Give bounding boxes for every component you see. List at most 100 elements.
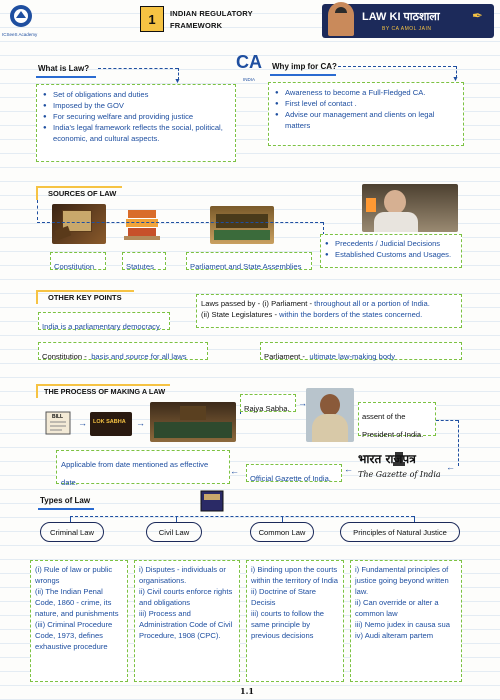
common-law-header: Common Law bbox=[250, 522, 314, 542]
what-is-law-title: What is Law? bbox=[38, 64, 90, 73]
parliament-label: Parliament and State Assemblies bbox=[190, 262, 302, 271]
constitution-image bbox=[52, 204, 106, 244]
arrow-head-2: ▼ bbox=[452, 76, 459, 83]
bill-scroll-icon: BILL bbox=[42, 408, 76, 438]
natural-justice-header: Principles of Natural Justice bbox=[340, 522, 460, 542]
civil-law-header: Civil Law bbox=[146, 522, 202, 542]
arrow-left-gazette: ← bbox=[446, 462, 455, 472]
official-gazette-box: Official Gazette of India. bbox=[246, 464, 342, 483]
laws-passed-2-prefix: (ii) State Legislatures - bbox=[201, 310, 277, 319]
statutes-label-box: Statutes bbox=[122, 252, 166, 271]
laws-passed-1-prefix: (i) Parliament - bbox=[262, 299, 313, 308]
lok-sabha-image: LOK SABHA bbox=[90, 412, 132, 436]
arrow-left-applicable: ← bbox=[230, 466, 239, 476]
list-item: First level of contact . bbox=[275, 98, 457, 110]
academy-logo-icon bbox=[6, 4, 36, 32]
rajya-sabha-label: Rajya Sabha. bbox=[244, 404, 290, 413]
rajya-sabha-box: Rajya Sabha. bbox=[240, 394, 296, 413]
sources-arrow-down bbox=[37, 200, 38, 220]
assent-arrow-out bbox=[436, 420, 458, 421]
chapter-title: INDIAN REGULATORY FRAMEWORK bbox=[170, 9, 253, 30]
democracy-box: India is a parliamentary democracy. bbox=[38, 312, 170, 331]
official-gazette-text: Official Gazette of India. bbox=[250, 474, 331, 483]
constitution-basis-prefix: Constitution - bbox=[42, 352, 87, 361]
types-branch-2 bbox=[176, 516, 177, 522]
process-title-bar: THE PROCESS OF MAKING A LAW bbox=[36, 384, 170, 398]
list-item: Imposed by the GOV bbox=[43, 100, 229, 112]
arrow-right-1: → bbox=[78, 418, 87, 428]
gazette-emblem-icon bbox=[392, 450, 406, 468]
civil-law-name: Civil Law bbox=[158, 527, 190, 537]
why-imp-arrow bbox=[338, 66, 456, 67]
civil-law-text: i) Disputes - individuals or organisatio… bbox=[139, 565, 233, 640]
ca-logo-text: INDIA bbox=[242, 77, 255, 82]
arrow-right-2: → bbox=[136, 418, 145, 428]
assent-box: assent of the President of India. bbox=[358, 402, 436, 439]
statutes-label: Statutes bbox=[126, 262, 154, 271]
sources-title-bar: SOURCES OF LAW bbox=[36, 186, 122, 200]
judge-image bbox=[362, 184, 458, 232]
criminal-law-name: Criminal Law bbox=[50, 527, 94, 537]
list-item: Established Customs and Usages. bbox=[325, 249, 457, 261]
laws-passed-1-text: throughout all or a portion of India. bbox=[314, 299, 430, 308]
parliament-label-box: Parliament and State Assemblies bbox=[186, 252, 312, 271]
natural-justice-box: i) Fundamental principles of justice goi… bbox=[350, 560, 462, 682]
feather-pen-icon: ✒ bbox=[472, 8, 483, 23]
other-sources-box: Precedents / Judicial Decisions Establis… bbox=[320, 234, 462, 268]
common-law-name: Common Law bbox=[258, 527, 306, 537]
law-book-icon bbox=[198, 488, 226, 514]
header-bar: ICSeeS Academy 1 INDIAN REGULATORY FRAME… bbox=[0, 0, 500, 44]
gazette-hindi: भारत राजपत्र bbox=[358, 452, 416, 466]
svg-text:CA: CA bbox=[236, 52, 262, 72]
page-number: 1.1 bbox=[240, 686, 254, 696]
laws-passed-box: Laws passed by - (i) Parliament - throug… bbox=[196, 294, 462, 328]
ca-india-logo-icon: CA INDIA bbox=[236, 50, 266, 82]
chapter-number-badge: 1 bbox=[140, 6, 164, 32]
rajya-sabha-image bbox=[150, 402, 236, 442]
constitution-basis-text: basis and source for all laws bbox=[91, 352, 187, 361]
parliament-ultimate-box: Parliament - ultimate law-making body bbox=[260, 342, 462, 361]
criminal-law-text: (i) Rule of law or public wrongs (ii) Th… bbox=[35, 565, 119, 651]
parliament-image bbox=[210, 206, 274, 244]
laws-passed-label: Laws passed by - bbox=[201, 299, 261, 308]
applicable-text: Applicable from date mentioned as effect… bbox=[61, 460, 209, 487]
assent-arrow-down bbox=[458, 420, 459, 466]
what-is-law-box: Set of obligations and duties Imposed by… bbox=[36, 84, 236, 162]
sources-branch-line bbox=[37, 222, 323, 223]
common-law-box: i) Binding upon the courts within the te… bbox=[246, 560, 344, 682]
applicable-box: Applicable from date mentioned as effect… bbox=[56, 450, 230, 487]
natural-justice-name: Principles of Natural Justice bbox=[353, 527, 447, 537]
chapter-number: 1 bbox=[148, 11, 156, 27]
sources-branch-right bbox=[323, 222, 324, 240]
list-item: Precedents / Judicial Decisions bbox=[325, 238, 457, 250]
types-underline bbox=[38, 508, 94, 510]
other-key-points-title-bar: OTHER KEY POINTS bbox=[36, 290, 134, 304]
constitution-basis-box: Constitution - basis and source for all … bbox=[38, 342, 208, 361]
laws-passed-line-1: Laws passed by - (i) Parliament - throug… bbox=[201, 298, 457, 309]
natural-justice-text: i) Fundamental principles of justice goi… bbox=[355, 565, 450, 640]
brand-banner: LAW KI पाठशाला BY CA AMOL JAIN ✒ bbox=[322, 2, 494, 38]
what-is-law-underline bbox=[36, 76, 96, 78]
why-imp-title: Why imp for CA? bbox=[272, 62, 337, 71]
common-law-text: i) Binding upon the courts within the te… bbox=[251, 565, 338, 640]
parliament-ultimate-prefix: Parliament - bbox=[264, 352, 305, 361]
parliament-ultimate-text: ultimate law-making body bbox=[309, 352, 396, 361]
civil-law-box: i) Disputes - individuals or organisatio… bbox=[134, 560, 240, 682]
sources-title: SOURCES OF LAW bbox=[48, 189, 117, 198]
what-is-law-arrow-down bbox=[178, 68, 179, 80]
statutes-image bbox=[124, 206, 160, 242]
what-is-law-arrow bbox=[98, 68, 178, 69]
arrow-left-official: ← bbox=[344, 464, 353, 474]
list-item: Awareness to become a Full-Fledged CA. bbox=[275, 87, 457, 99]
laws-passed-2-text: within the borders of the states concern… bbox=[279, 310, 423, 319]
why-imp-list: Awareness to become a Full-Fledged CA. F… bbox=[275, 87, 457, 131]
constitution-label-box: Constitution bbox=[50, 252, 106, 271]
list-item: India's legal framework reflects the soc… bbox=[43, 122, 229, 144]
lok-sabha-label: LOK SABHA bbox=[93, 419, 126, 425]
other-sources-list: Precedents / Judicial Decisions Establis… bbox=[325, 238, 457, 261]
why-imp-box: Awareness to become a Full-Fledged CA. F… bbox=[268, 82, 464, 146]
academy-label: ICSeeS Academy bbox=[2, 32, 38, 37]
why-imp-arrow-down bbox=[456, 66, 457, 78]
assent-text: assent of the President of India. bbox=[362, 412, 424, 439]
criminal-law-box: (i) Rule of law or public wrongs (ii) Th… bbox=[30, 560, 128, 682]
